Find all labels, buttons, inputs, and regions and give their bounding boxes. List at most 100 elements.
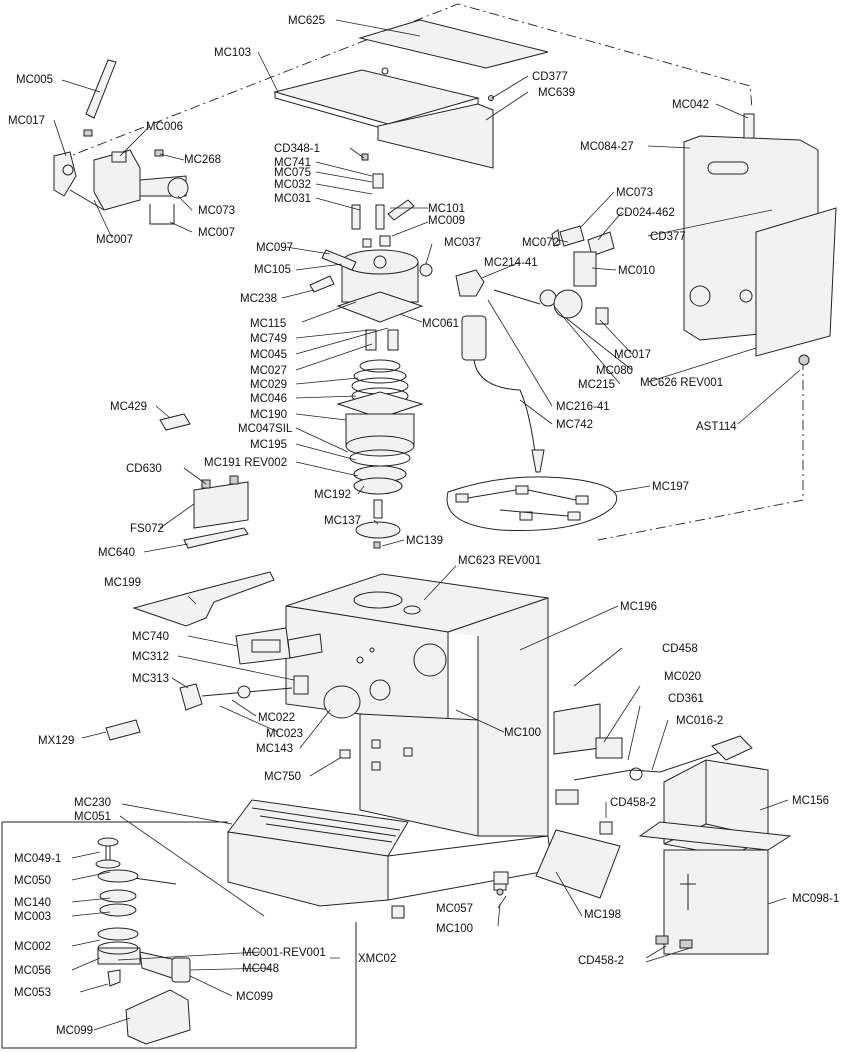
label-mc139: MC139 [406,535,443,547]
label-mc037: MC037 [444,237,481,249]
label-mc195: MC195 [250,439,287,451]
label-mc100-bot: MC100 [436,923,473,935]
label-mc312: MC312 [132,651,169,663]
label-mc072: MC072 [522,237,559,249]
label-mc268: MC268 [184,154,221,166]
thermostat-fs072 [183,475,249,549]
boiler-top-fittings [351,153,433,277]
label-mc073-left: MC073 [198,205,235,217]
label-cd348-1: CD348-1 [274,143,320,155]
scoop-mc199 [132,571,275,627]
label-mc046: MC046 [250,393,287,405]
label-fs072: FS072 [130,523,164,535]
assembly-dash-lines [59,3,804,541]
label-mc007-b: MC007 [198,227,235,239]
label-mc017-left: MC017 [8,115,45,127]
label-mc115: MC115 [250,318,286,330]
side-panel-mc639 [377,103,494,169]
label-mc049-1: MC049-1 [14,853,61,865]
label-mc023: MC023 [266,728,303,740]
wiring-harness-mc197 [446,476,618,531]
label-mc156: MC156 [792,795,829,807]
label-mc020: MC020 [664,671,701,683]
label-cd458-2-bot: CD458-2 [578,955,624,967]
label-mc017-right: MC017 [614,349,651,361]
label-mc022: MC022 [258,712,295,724]
label-mc742: MC742 [556,419,593,431]
label-mc143: MC143 [256,743,293,755]
switches-mc312 [179,675,361,719]
label-mc002: MC002 [14,941,51,953]
label-mc032: MC032 [274,179,311,191]
label-mc750: MC750 [264,771,301,783]
label-mc061: MC061 [422,318,459,330]
box-mc098-1 [638,821,792,955]
label-mc001: MC001-REV001 [242,947,326,959]
label-mc639: MC639 [538,87,575,99]
label-mc047sil: MC047SIL [238,423,293,435]
steam-wand-mc742 [461,315,545,473]
label-mc216-41: MC216-41 [556,401,610,413]
label-mc137: MC137 [324,515,361,527]
body-mc196 [285,597,549,837]
label-mc007-a: MC007 [96,234,133,246]
label-mc027: MC027 [250,365,287,377]
label-xmc02: XMC02 [358,953,396,965]
hose-mc005 [85,59,117,119]
label-mc003: MC003 [14,911,51,923]
label-cd458-2-mid: CD458-2 [610,797,656,809]
steam-valve-assembly [455,225,615,325]
label-mc623: MC623 REV001 [458,555,541,567]
pump-mc006 [53,129,189,225]
label-mc625: MC625 [288,15,325,27]
label-mc198: MC198 [584,909,621,921]
kit-box-xmc02 [1,821,357,1049]
label-mc741: MC741 [274,157,311,169]
label-mc042: MC042 [672,99,709,111]
label-mc192: MC192 [314,489,351,501]
label-mc029: MC029 [250,379,287,391]
label-ast114: AST114 [696,421,737,433]
label-mc009: MC009 [428,215,465,227]
label-mc230: MC230 [74,797,111,809]
label-mc080: MC080 [596,365,633,377]
label-mc073-right: MC073 [616,187,653,199]
control-panel-mc740 [235,627,323,665]
label-mc045: MC045 [250,349,287,361]
label-mc740: MC740 [132,631,169,643]
label-mc140: MC140 [14,897,51,909]
label-cd361: CD361 [668,693,704,705]
label-mc051: MC051 [74,811,111,823]
label-mc429: MC429 [110,401,147,413]
label-mc016-2: MC016-2 [676,715,723,727]
connector-mc429 [159,413,191,431]
label-mc215: MC215 [578,379,615,391]
label-mc053: MC053 [14,987,51,999]
label-mc099-a: MC099 [236,991,273,1003]
lower-boiler-mc190 [336,391,424,549]
board-cd458 [553,703,753,835]
label-mc031: MC031 [274,193,311,205]
feet-mc750 [339,739,413,771]
label-mc190: MC190 [250,409,287,421]
label-cd458: CD458 [662,643,698,655]
label-mc006: MC006 [146,121,183,133]
label-mc626: MC626 REV001 [640,377,723,389]
clip-mx129 [105,719,141,741]
label-cd377-right: CD377 [650,231,686,243]
label-cd024-462: CD024-462 [616,207,675,219]
manual-mc198 [535,829,621,899]
part-labels: MC625 MC103 CD377 MC639 MC005 MC017 MC00… [8,15,839,1037]
label-mc197: MC197 [652,481,689,493]
boiler-mc105 [309,249,424,323]
label-mc238: MC238 [240,293,277,305]
foot-mc057 [493,871,509,896]
label-mc005: MC005 [16,74,53,86]
top-cover-mc625 [358,19,549,69]
tank-lid-mc626 [755,207,837,366]
label-mc056: MC056 [14,965,51,977]
label-cd377-top: CD377 [532,71,568,83]
label-mc103: MC103 [214,47,251,59]
leader-lines [53,19,801,1031]
